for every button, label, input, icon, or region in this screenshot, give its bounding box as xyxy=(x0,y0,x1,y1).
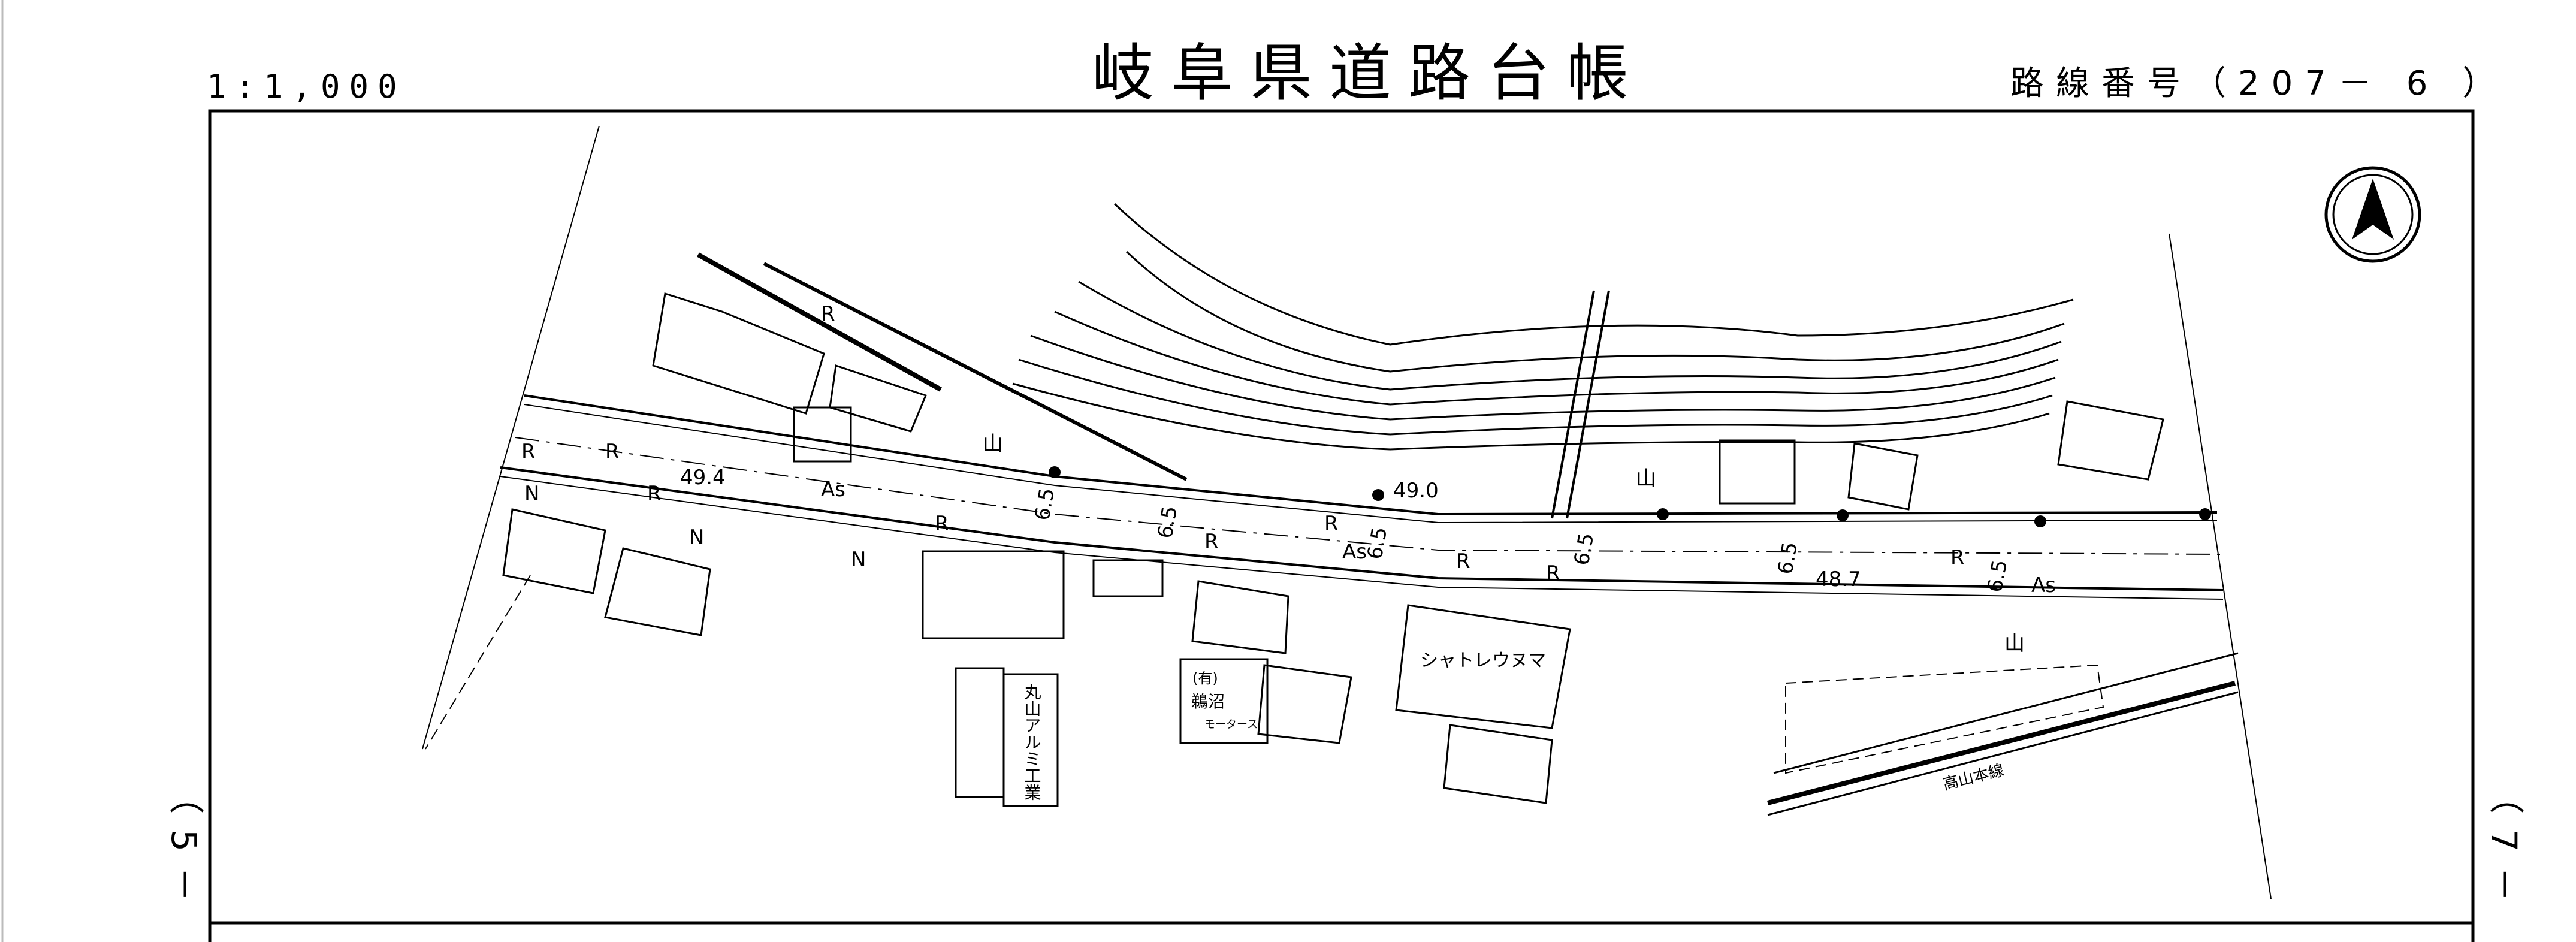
pole-marker xyxy=(2199,508,2211,520)
hill-symbol: 山 xyxy=(2004,632,2025,656)
road-symbol: N xyxy=(851,548,866,572)
railway-edge xyxy=(1773,652,2239,774)
contour-line xyxy=(1030,334,2056,421)
road-symbol: R xyxy=(1324,512,1339,536)
road-symbol: R xyxy=(935,512,949,536)
road-symbol: N xyxy=(524,482,539,506)
pole-marker xyxy=(1049,466,1061,478)
contour-line xyxy=(1054,310,2059,406)
boundary-line-left xyxy=(422,125,600,750)
road-centerline xyxy=(515,437,2221,555)
scale-label: 1:1,000 xyxy=(207,68,406,105)
pole-marker xyxy=(1372,489,1384,501)
contour-line xyxy=(1012,382,2050,451)
road-symbol: R xyxy=(647,482,662,506)
building xyxy=(652,292,825,415)
road-symbol: R xyxy=(821,302,835,326)
boundary-line-right xyxy=(2169,233,2272,899)
road-edge-lower-inner xyxy=(500,476,2224,600)
route-number: 路線番号（207－ 6 ） xyxy=(2010,64,2508,103)
building xyxy=(604,547,711,636)
building xyxy=(1179,658,1269,744)
lot-line xyxy=(425,575,531,750)
adjacent-sheet-right: （7－ xyxy=(2484,779,2524,917)
pavement-label: As xyxy=(821,478,845,502)
building xyxy=(1191,580,1289,654)
building-label: (有) xyxy=(1192,670,1218,687)
railway-track xyxy=(1767,691,2239,816)
road-symbol: R xyxy=(605,440,620,464)
railway-track xyxy=(1767,681,2236,805)
road-symbol: R xyxy=(1546,561,1560,585)
building-label: シャトレウヌマ xyxy=(1420,650,1546,671)
north-arrow-icon xyxy=(2324,166,2421,263)
lane-width-label: 6.5 xyxy=(1030,486,1059,522)
fence-line xyxy=(763,262,1188,481)
building xyxy=(502,508,606,594)
lot-line xyxy=(1785,664,2104,774)
contour-line xyxy=(1125,250,2065,373)
pole-marker xyxy=(1837,509,1849,521)
building xyxy=(1092,559,1164,597)
contour-line xyxy=(1078,280,2062,391)
building-label: 丸山アルミ工業 xyxy=(1022,683,1042,801)
hill-symbol: 山 xyxy=(983,432,1003,456)
building xyxy=(793,406,852,463)
road-symbol: R xyxy=(1204,530,1219,554)
road-width-label: 49.4 xyxy=(680,466,726,490)
road-symbol: R xyxy=(1950,546,1965,570)
pole-marker xyxy=(2034,515,2046,527)
pavement-label: As xyxy=(1342,540,1367,564)
hill-symbol: 山 xyxy=(1636,467,1656,491)
page-title: 岐阜県道路台帳 xyxy=(1092,37,1646,110)
lane-width-label: 6.5 xyxy=(1983,558,2012,594)
road-edge-lower xyxy=(500,466,2224,591)
building xyxy=(1257,664,1352,744)
building xyxy=(2057,400,2164,481)
pavement-label: As xyxy=(2031,573,2056,597)
road-width-label: 48.7 xyxy=(1816,567,1861,591)
road-edge-upper-inner xyxy=(524,404,2218,524)
lane-width-label: 6.5 xyxy=(1569,531,1599,567)
stair-left xyxy=(1551,290,1595,519)
road-symbol: R xyxy=(1456,550,1470,573)
map-frame xyxy=(208,109,2475,942)
stair-right xyxy=(1566,290,1610,519)
fence-line xyxy=(697,252,942,392)
building xyxy=(1719,439,1796,505)
building xyxy=(1395,604,1571,729)
building xyxy=(1002,673,1059,807)
building xyxy=(922,550,1065,639)
pole-marker xyxy=(1657,508,1669,520)
contour-line xyxy=(1113,203,2074,346)
lane-width-label: 6.5 xyxy=(1153,504,1182,540)
adjacent-sheet-left: （5－ xyxy=(164,779,204,917)
road-symbol: N xyxy=(689,526,704,550)
road-symbol: R xyxy=(521,440,536,464)
building xyxy=(1443,724,1553,804)
lane-width-label: 6.5 xyxy=(1773,540,1802,576)
road-width-label: 49.0 xyxy=(1393,479,1439,503)
building xyxy=(829,364,928,433)
building xyxy=(955,667,1005,798)
lane-width-label: 6.5 xyxy=(1363,525,1392,561)
building-label: モータース xyxy=(1204,718,1258,731)
building-label: 鵜沼 xyxy=(1191,692,1225,711)
road-edge-upper xyxy=(524,394,2218,516)
building xyxy=(1847,442,1919,511)
